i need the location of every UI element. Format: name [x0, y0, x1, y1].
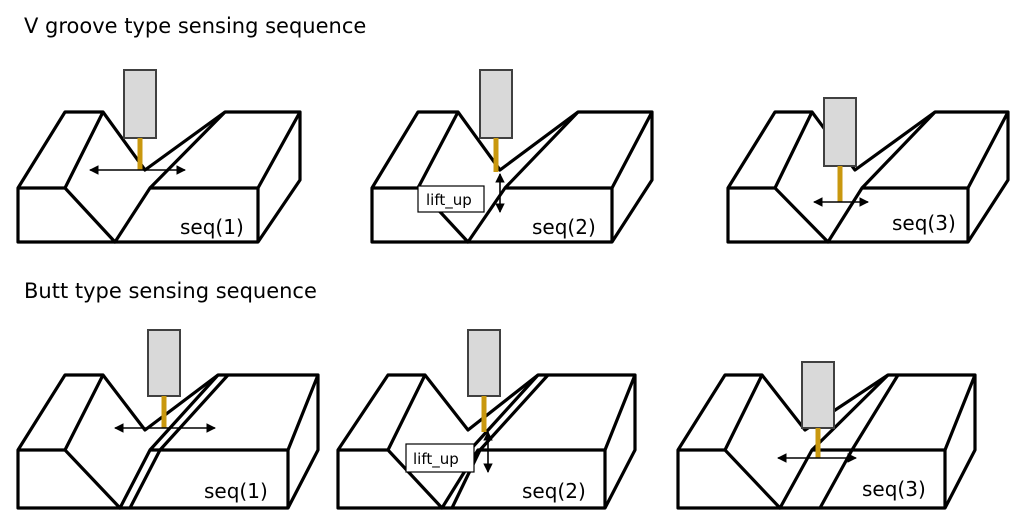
sensor-body	[823, 97, 857, 167]
sensor-body	[467, 329, 501, 397]
v-groove-workpiece	[726, 110, 1010, 244]
v-groove-seq1-panel: seq(1)	[16, 69, 302, 244]
lift-up-note: lift_up	[413, 450, 459, 469]
sensor-probe	[479, 69, 513, 172]
v-groove-seq2-panel: lift_up seq(2)	[370, 69, 654, 244]
seq-label: seq(1)	[204, 479, 268, 503]
butt-seq2-panel: lift_up seq(2)	[336, 329, 637, 510]
sensor-body	[479, 69, 513, 139]
butt-seq3-panel: seq(3)	[676, 361, 977, 510]
v-groove-workpiece	[370, 110, 654, 244]
seq-label: seq(2)	[522, 479, 586, 503]
sensor-probe	[123, 69, 157, 170]
sensor-body	[147, 329, 181, 397]
butt-workpiece	[16, 373, 320, 510]
butt-heading: Butt type sensing sequence	[24, 279, 317, 303]
lift-up-note: lift_up	[426, 191, 472, 210]
seq-label: seq(1)	[180, 215, 244, 239]
v-groove-seq3-panel: seq(3)	[726, 97, 1010, 244]
sensor-probe	[467, 329, 501, 432]
sensor-probe	[801, 361, 835, 458]
v-groove-workpiece	[16, 110, 302, 244]
sensor-body	[123, 69, 157, 139]
v-groove-heading: V groove type sensing sequence	[24, 14, 367, 38]
seq-label: seq(3)	[862, 477, 926, 501]
sensor-body	[801, 361, 835, 429]
lift-up-note-box	[417, 185, 485, 213]
sensor-probe	[147, 329, 181, 428]
seq-label: seq(3)	[892, 211, 956, 235]
sensor-probe	[823, 97, 857, 202]
lift-up-note-box	[405, 443, 475, 473]
butt-seq1-panel: seq(1)	[16, 329, 320, 510]
seq-label: seq(2)	[532, 215, 596, 239]
butt-workpiece	[336, 373, 637, 510]
